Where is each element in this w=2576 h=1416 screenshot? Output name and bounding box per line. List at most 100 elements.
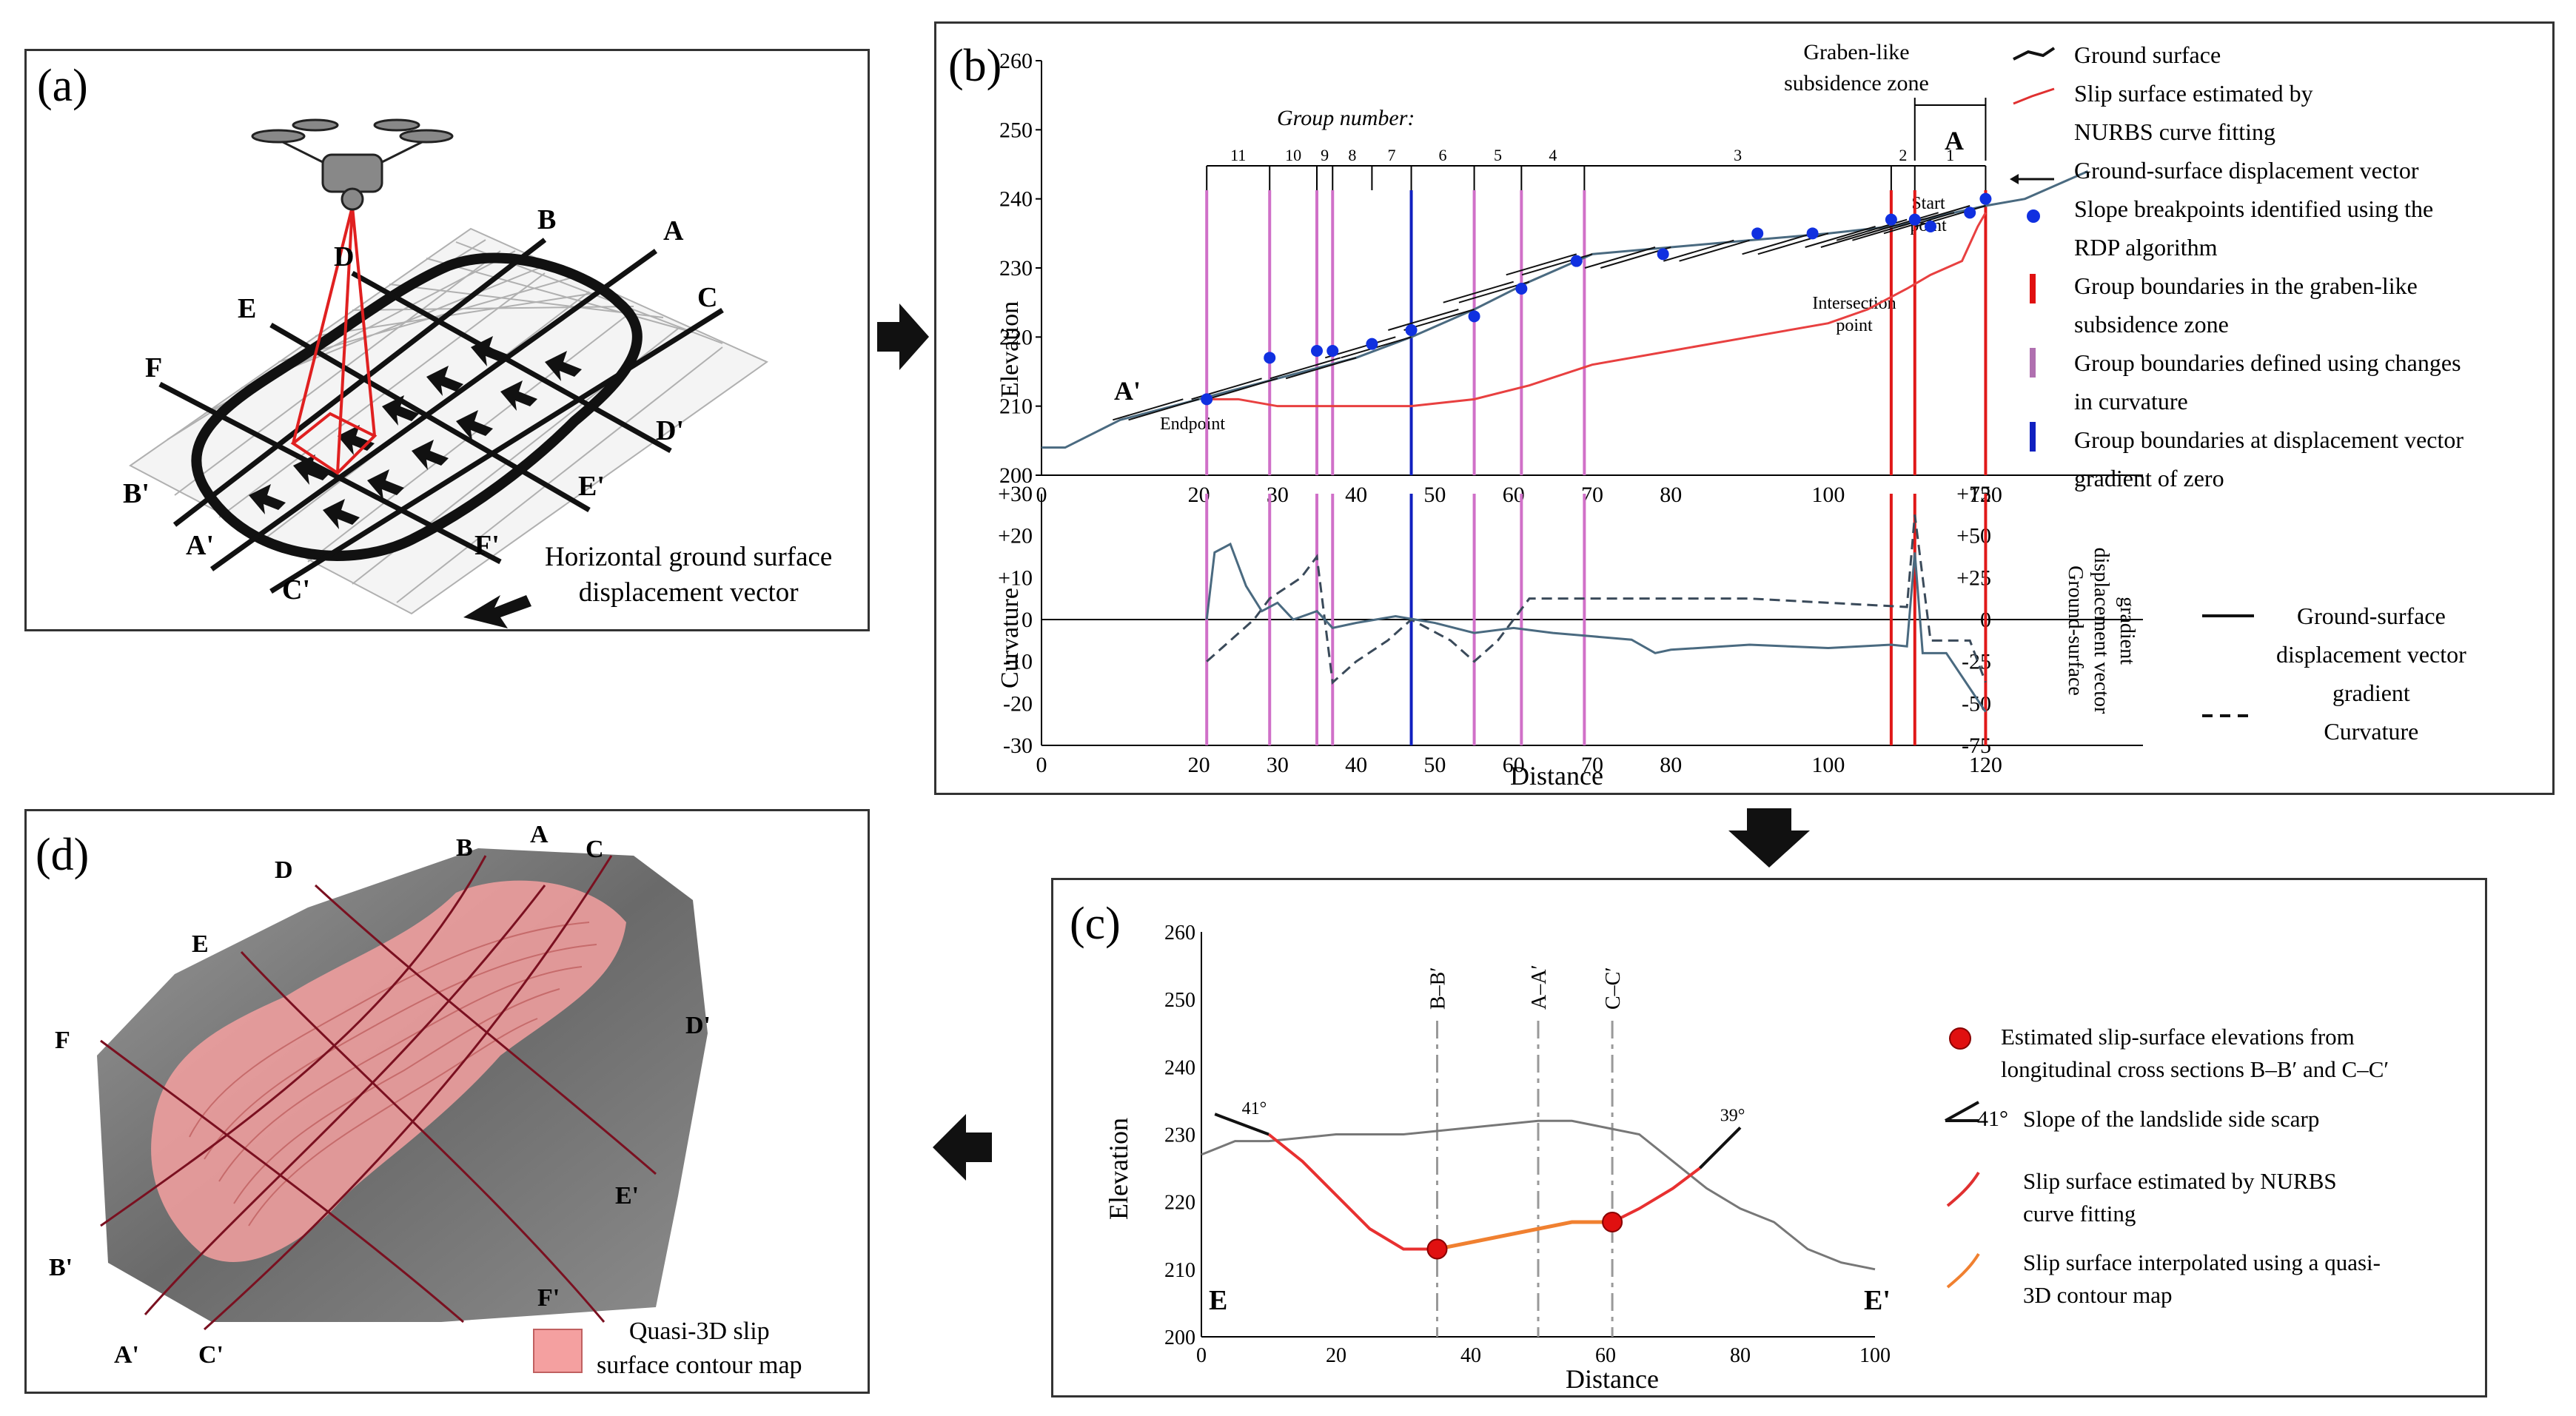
displacement-vector [1521,253,1593,276]
legend-curvature-boundaries-2: in curvature [2074,388,2188,415]
breakpoint-dot [1751,227,1764,240]
lower-xtick-label: 100 [1811,753,1845,777]
svg-text:subsidence zone: subsidence zone [1784,71,1929,95]
breakpoint-dot [1405,324,1418,336]
legend-contour-icon [533,1329,583,1373]
breakpoint-dot [1570,255,1583,267]
upper-xtick-label: 80 [1660,483,1682,507]
legend-estimated-2: longitudinal cross sections B–B′ and C–C… [2001,1056,2389,1082]
upper-ytick-label: 260 [999,49,1033,73]
flow-arrow-down-icon [1728,808,1810,868]
breakpoint-dot [1925,221,1937,232]
breakpoint-dot [1908,213,1921,226]
svg-text:Intersection: Intersection [1812,294,1896,313]
legend-slip-surface-2: NURBS curve fitting [2074,118,2275,145]
panel-a-legend-line2: displacement vector [578,577,799,608]
svg-text:displacement vector: displacement vector [2090,548,2113,714]
intersection-label: Intersection point [1812,294,1896,335]
panel-a: (a) [24,49,870,631]
upper-xtick-label: 50 [1423,483,1446,507]
panel-b-label: (b) [948,41,1002,91]
upper-ytick-label: 230 [999,256,1033,281]
d-letter-D-prime: D' [685,1012,711,1039]
legend-interpolated-icon [1946,1252,1980,1289]
legend-slip-surface-1: Slip surface estimated by [2074,80,2313,107]
end-A-prime: A' [1114,376,1141,406]
legend-graben-boundary-icon [2030,274,2036,303]
lower-ytick-label: +20 [998,524,1033,548]
displacement-vector [1207,378,1278,400]
letter-E: E [238,293,256,324]
lower-legend-gradient-1: Ground-surface [2296,603,2446,629]
upper-xtick-label: 40 [1345,483,1367,507]
legend-nurbs-2: curve fitting [2023,1201,2136,1227]
d-letter-B-prime: B' [49,1254,73,1281]
panel-d-legend-line1: Quasi-3D slip [628,1318,770,1345]
panel-b-plot-area: 2002102202302402502600020203030404050506… [998,49,2143,777]
upper-xtick-label: 0 [1036,483,1047,507]
displacement-vector [1285,357,1357,380]
displacement-vector [1128,398,1199,421]
group-number-7: 7 [1387,146,1395,164]
legend-displacement-vector: Ground-surface displacement vector [2074,157,2419,184]
upper-ytick-label: 250 [999,118,1033,142]
upper-xtick-label: 100 [1811,483,1845,507]
group-number-3: 3 [1734,146,1742,164]
panel-b-legend-symbols [2010,47,2056,452]
landslide-boundary [191,252,643,561]
panel-b-charts: Elevation Curvature Distance Ground-surf… [996,40,2143,791]
panel-d: (d) A B C [24,809,870,1394]
panel-a-legend-line1: Horizontal ground surface [545,542,833,572]
panel-c-end-E-prime: E' [1864,1285,1891,1316]
group-number-2: 2 [1899,146,1907,164]
letter-D: D [334,241,354,272]
panel-d-section-letters: A B C D E F A' B' C' D' E' F' [49,821,711,1369]
legend-zero-gradient-1: Group boundaries at displacement vector [2074,426,2464,453]
lower-ytick-label: -30 [1003,734,1033,758]
breakpoint-dot [1885,213,1897,226]
legend-ground-surface-icon [2013,47,2056,61]
breakpoint-dot [1366,338,1378,350]
legend-interp-1: Slip surface interpolated using a quasi- [2023,1249,2381,1275]
legend-nurbs-1: Slip surface estimated by NURBS [2023,1168,2337,1194]
panel-c-label: (c) [1070,899,1121,949]
group-number-6: 6 [1439,146,1447,164]
drone-icon [251,118,454,211]
displacement-vector [1113,398,1184,421]
angle-right-label: 39° [1720,1106,1745,1125]
upper-ytick-label: 220 [999,325,1033,349]
panel-a-diagram: A B C D E F A' B' C' D' E' F' [123,118,769,628]
c-ytick-label: 220 [1164,1192,1195,1215]
section-lines-map [100,855,657,1331]
right-ylabel: Ground-surface displacement vector gradi… [2064,548,2139,714]
d-letter-F-prime: F' [537,1284,560,1312]
c-ytick-label: 250 [1164,989,1195,1012]
group-number-9: 9 [1321,146,1329,164]
d-letter-C-prime: C' [198,1341,224,1369]
panel-c-xlabel: Distance [1566,1364,1659,1394]
group-number-5: 5 [1494,146,1502,164]
breakpoint-dot [1657,248,1669,261]
angle-right-line [1698,1126,1742,1170]
panel-d-label: (d) [36,830,90,880]
lower-ylabel: Curvature [996,588,1024,688]
legend-arrow-icon [2010,174,2054,184]
d-letter-B: B [456,834,473,862]
letter-B: B [537,204,556,235]
legend-curvature-boundaries-1: Group boundaries defined using changes [2074,349,2461,376]
legend-ground-surface: Ground surface [2074,41,2221,68]
legend-estimated-point-icon [1949,1027,1971,1050]
group-number-1: 1 [1946,146,1954,164]
breakpoint-dot [1326,345,1339,357]
c-ytick-label: 200 [1164,1326,1195,1349]
displacement-vector [1805,226,1876,248]
breakpoint-dot [1311,345,1323,357]
c-xtick-label: 100 [1859,1344,1891,1367]
group-number-4: 4 [1549,146,1557,164]
c-interpolated-line [1437,1220,1613,1251]
estimated-point [1602,1212,1623,1233]
flow-arrow-right-icon [877,303,929,370]
lower-xtick-label: 120 [1969,753,2002,777]
